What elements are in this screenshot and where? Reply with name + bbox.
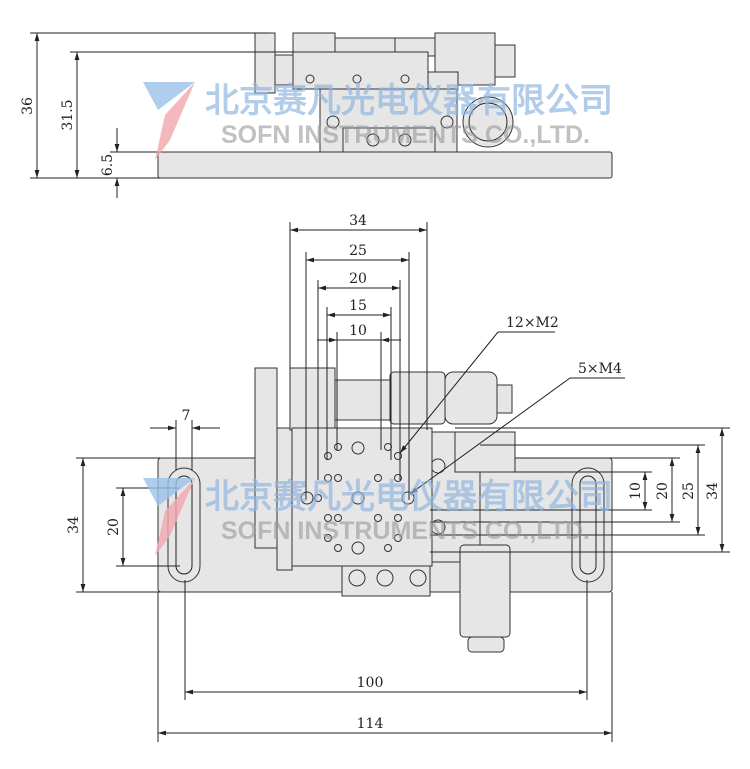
dim-base-thickness: 6.5	[100, 154, 116, 176]
dim-left-20: 20	[106, 518, 122, 536]
callout-m4-holes: 5×M4	[578, 361, 622, 377]
micrometer-top	[444, 371, 498, 425]
dim-slot-width: 7	[182, 408, 191, 424]
micrometer-knob	[462, 96, 514, 148]
callout-m2-holes: 12×M2	[506, 315, 559, 331]
watermark-top: 北京赛凡光电仪器有限公司 SOFN INSTRUMENTS CO.,LTD.	[143, 81, 613, 160]
svg-text:北京赛凡光电仪器有限公司: 北京赛凡光电仪器有限公司	[205, 477, 613, 517]
top-view: 34 25 20 15 10 7 34 20 10 20 25 34 100 1…	[66, 213, 730, 742]
dim-right-20: 20	[655, 482, 671, 500]
dim-base-length: 114	[357, 716, 384, 732]
dim-top-15: 15	[349, 298, 367, 314]
dim-total-height: 36	[20, 97, 36, 115]
dim-left-34: 34	[66, 516, 82, 534]
base-plate	[157, 151, 613, 179]
logo-icon	[143, 478, 195, 506]
dim-right-34: 34	[705, 482, 721, 500]
svg-text:北京赛凡光电仪器有限公司: 北京赛凡光电仪器有限公司	[205, 81, 613, 121]
svg-text:SOFN INSTRUMENTS CO.,LTD.: SOFN INSTRUMENTS CO.,LTD.	[221, 517, 590, 545]
dim-right-10: 10	[628, 482, 644, 500]
svg-text:SOFN INSTRUMENTS CO.,LTD.: SOFN INSTRUMENTS CO.,LTD.	[221, 121, 590, 149]
dim-right-25: 25	[681, 482, 697, 500]
watermark-middle: 北京赛凡光电仪器有限公司 SOFN INSTRUMENTS CO.,LTD.	[143, 477, 613, 556]
side-view: 36 31.5 6.5	[20, 32, 613, 198]
dim-top-20: 20	[349, 271, 367, 287]
logo-icon	[143, 82, 195, 110]
dim-hole-spacing: 100	[357, 675, 384, 691]
mounting-holes	[300, 441, 415, 555]
micrometer-bottom	[459, 544, 511, 638]
dim-stage-height: 31.5	[60, 99, 76, 130]
dim-top-25: 25	[349, 243, 367, 259]
dim-top-34: 34	[349, 213, 367, 229]
dim-top-10: 10	[349, 323, 367, 339]
